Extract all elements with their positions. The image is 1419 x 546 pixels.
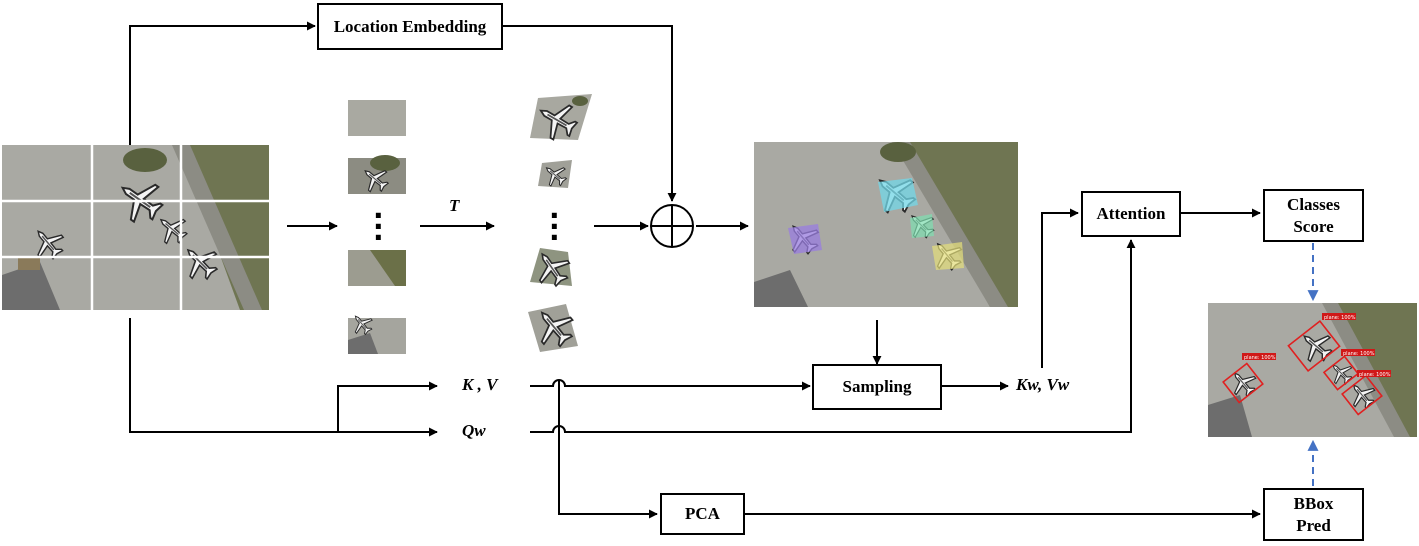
input-to-location-embedding-arrow xyxy=(129,21,316,145)
keys-values-label: K , V xyxy=(462,375,498,394)
patch-ellipsis: ··· xyxy=(373,199,384,254)
embedded-feature-image xyxy=(754,142,1018,307)
detection-label: plane: 100% xyxy=(1343,351,1375,357)
patch-column xyxy=(347,100,406,354)
detection-label: plane: 100% xyxy=(1324,315,1356,321)
transformed-patch-column xyxy=(526,93,592,355)
detection-label: plane: 100% xyxy=(1244,355,1276,361)
input-to-kv-arrow xyxy=(337,381,438,432)
input-image xyxy=(2,145,269,310)
patches-to-pca-arrow xyxy=(558,380,658,519)
classes-score-box: Classes Score xyxy=(1263,189,1364,242)
bbox-pred-box: BBox Pred xyxy=(1263,488,1364,541)
kwvw-to-attention-arrow xyxy=(1041,208,1079,368)
input-to-qw-arrow xyxy=(129,318,438,437)
pca-box: PCA xyxy=(660,493,745,535)
transformed-ellipsis: ··· xyxy=(549,199,560,254)
kv-to-sampling-arrow xyxy=(530,379,811,391)
transform-label: T xyxy=(449,196,460,215)
sampled-keys-values-label: Kw, Vw xyxy=(1016,375,1070,394)
sampling-box: Sampling xyxy=(812,364,942,410)
add-junction xyxy=(650,204,694,248)
queries-label: Qw xyxy=(462,421,486,440)
detection-label: plane: 100% xyxy=(1359,372,1391,378)
attention-box: Attention xyxy=(1081,191,1181,237)
detection-output-image: plane: 100% plane: 100% plane: 100% plan… xyxy=(1208,303,1417,437)
location-embedding-to-add-arrow xyxy=(502,25,677,202)
location-embedding-box: Location Embedding xyxy=(317,3,503,50)
